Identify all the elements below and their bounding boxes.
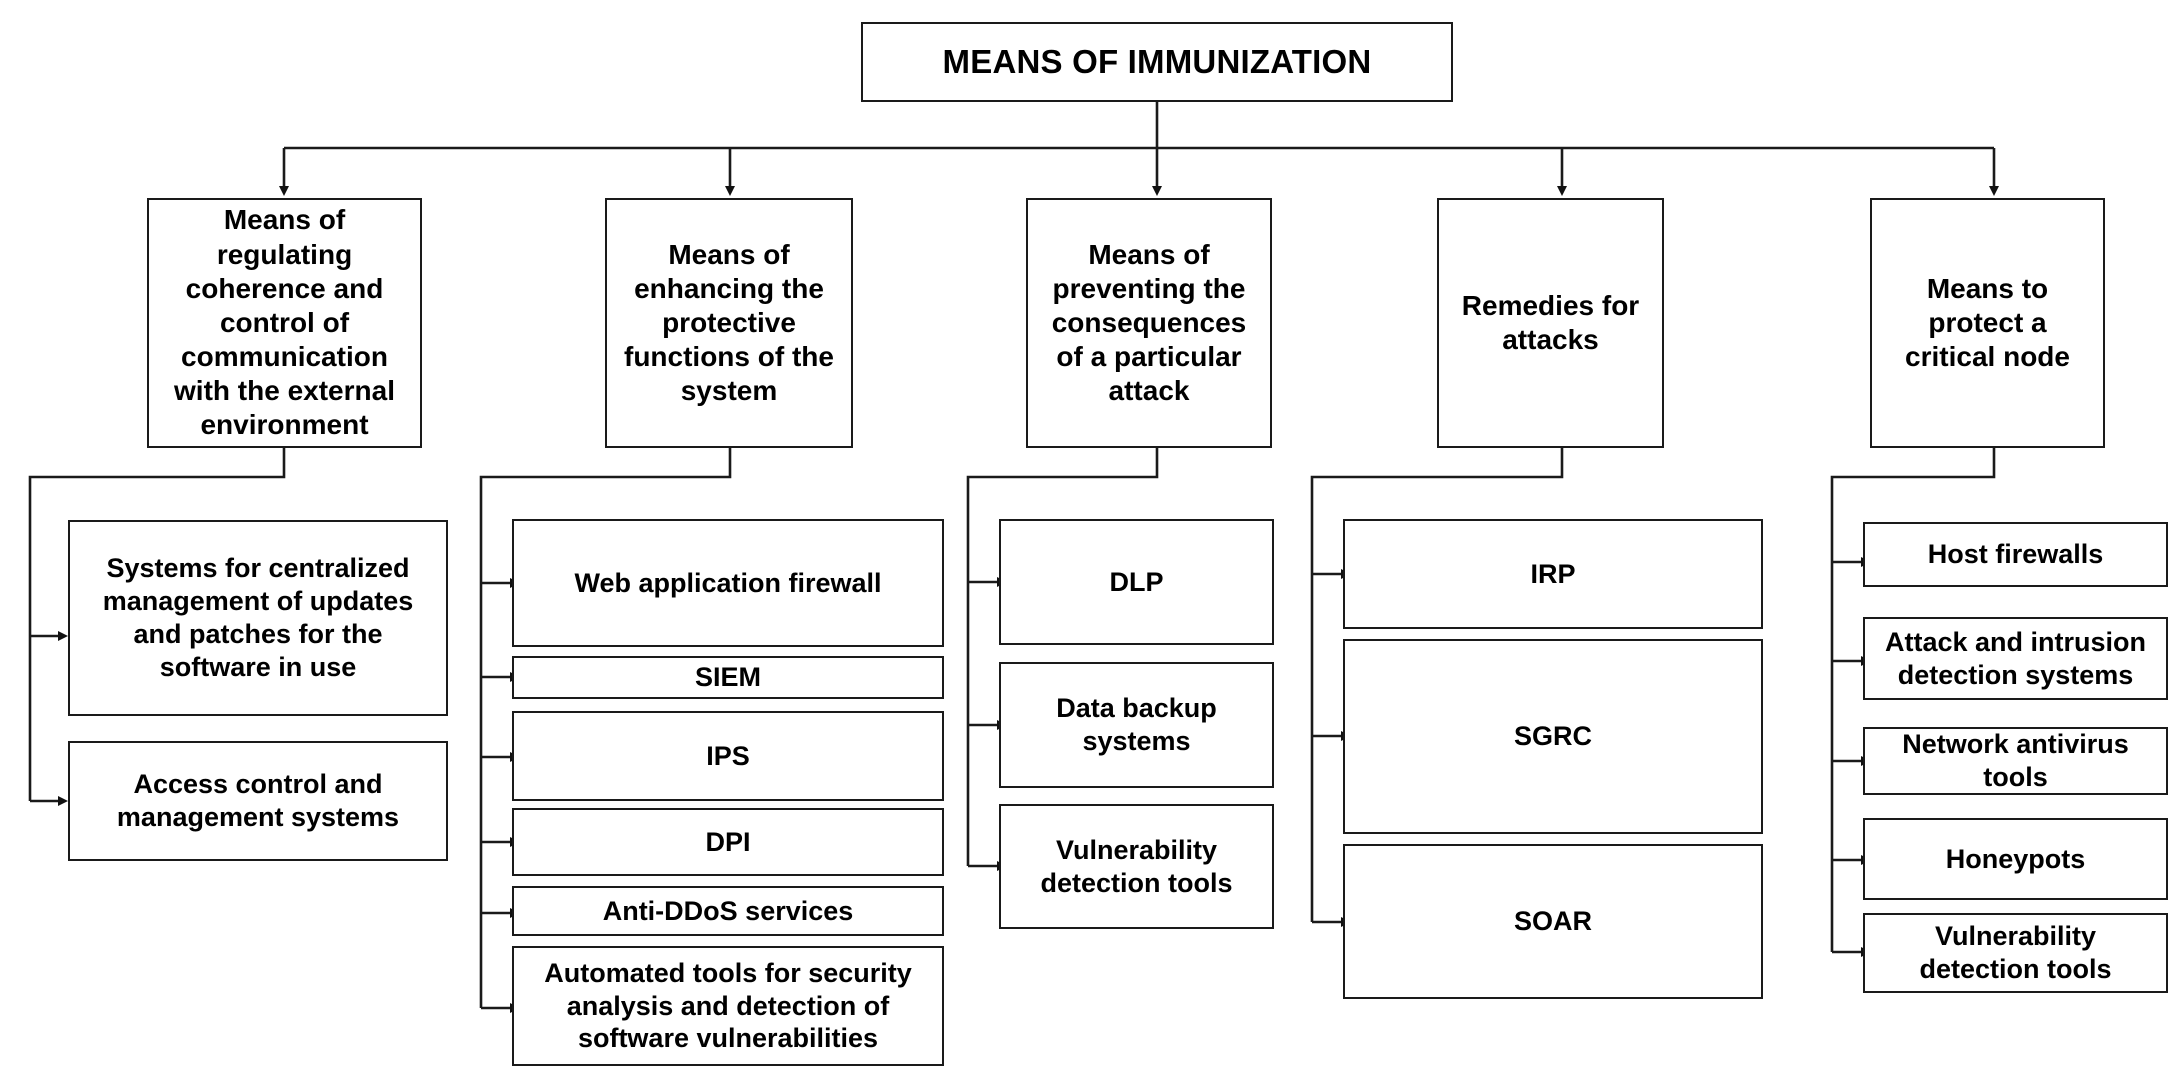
branch-label: Means of regulating coherence and contro…	[174, 204, 395, 441]
branch-node-regulating-coherence[interactable]: Means of regulating coherence and contro…	[147, 198, 422, 448]
leaf-node-anti-ddos[interactable]: Anti-DDoS services	[512, 886, 944, 936]
branch-label: Remedies for attacks	[1461, 289, 1640, 355]
leaf-node-irp[interactable]: IRP	[1343, 519, 1763, 629]
leaf-node-sgrc[interactable]: SGRC	[1343, 639, 1763, 834]
leaf-node-soar[interactable]: SOAR	[1343, 844, 1763, 999]
leaf-label: Vulnerability detection tools	[1040, 834, 1233, 898]
branch-node-remedies-for-attacks[interactable]: Remedies for attacks	[1437, 198, 1664, 448]
leaf-node-vulnerability-detection-tools-critical[interactable]: Vulnerability detection tools	[1863, 913, 2168, 993]
leaf-node-automated-security-analysis[interactable]: Automated tools for security analysis an…	[512, 946, 944, 1066]
leaf-node-dlp[interactable]: DLP	[999, 519, 1274, 645]
root-node-label: MEANS OF IMMUNIZATION	[942, 42, 1372, 80]
leaf-node-host-firewalls[interactable]: Host firewalls	[1863, 522, 2168, 587]
leaf-label: Access control and management systems	[116, 769, 400, 832]
leaf-label: DLP	[1109, 566, 1164, 597]
leaf-node-attack-intrusion-detection[interactable]: Attack and intrusion detection systems	[1863, 617, 2168, 700]
leaf-label: Systems for centralized management of up…	[102, 553, 414, 682]
leaf-node-centralized-update-management[interactable]: Systems for centralized management of up…	[68, 520, 448, 716]
leaf-label: SIEM	[694, 662, 761, 693]
branch-node-protect-critical-node[interactable]: Means to protect a critical node	[1870, 198, 2105, 448]
leaf-label: Automated tools for security analysis an…	[544, 957, 912, 1054]
leaf-label: SOAR	[1513, 906, 1592, 937]
leaf-label: Network antivirus tools	[1902, 729, 2129, 792]
branch-label: Means of preventing the consequences of …	[1051, 238, 1247, 407]
leaf-label: Web application firewall	[574, 567, 882, 598]
branch-node-enhancing-protective-functions[interactable]: Means of enhancing the protective functi…	[605, 198, 853, 448]
leaf-label: SGRC	[1513, 721, 1592, 752]
leaf-node-network-antivirus-tools[interactable]: Network antivirus tools	[1863, 727, 2168, 795]
leaf-label: IRP	[1530, 558, 1576, 589]
leaf-label: Anti-DDoS services	[602, 895, 854, 926]
branch-label: Means to protect a critical node	[1905, 272, 2070, 373]
leaf-node-ips[interactable]: IPS	[512, 711, 944, 801]
leaf-node-siem[interactable]: SIEM	[512, 656, 944, 699]
root-node[interactable]: MEANS OF IMMUNIZATION	[861, 22, 1453, 102]
leaf-node-dpi[interactable]: DPI	[512, 808, 944, 876]
leaf-node-web-application-firewall[interactable]: Web application firewall	[512, 519, 944, 647]
branch-label: Means of enhancing the protective functi…	[624, 238, 834, 407]
leaf-label: IPS	[706, 740, 750, 771]
leaf-node-honeypots[interactable]: Honeypots	[1863, 818, 2168, 900]
leaf-node-access-control[interactable]: Access control and management systems	[68, 741, 448, 861]
leaf-label: Data backup systems	[1056, 693, 1217, 756]
leaf-label: Host firewalls	[1927, 539, 2104, 570]
leaf-label: Vulnerability detection tools	[1919, 921, 2112, 984]
leaf-label: Honeypots	[1945, 843, 2086, 874]
leaf-node-data-backup-systems[interactable]: Data backup systems	[999, 662, 1274, 788]
branch-node-preventing-consequences[interactable]: Means of preventing the consequences of …	[1026, 198, 1272, 448]
leaf-node-vulnerability-detection-tools-prevention[interactable]: Vulnerability detection tools	[999, 804, 1274, 929]
leaf-label: DPI	[705, 826, 751, 857]
leaf-label: Attack and intrusion detection systems	[1884, 626, 2147, 690]
